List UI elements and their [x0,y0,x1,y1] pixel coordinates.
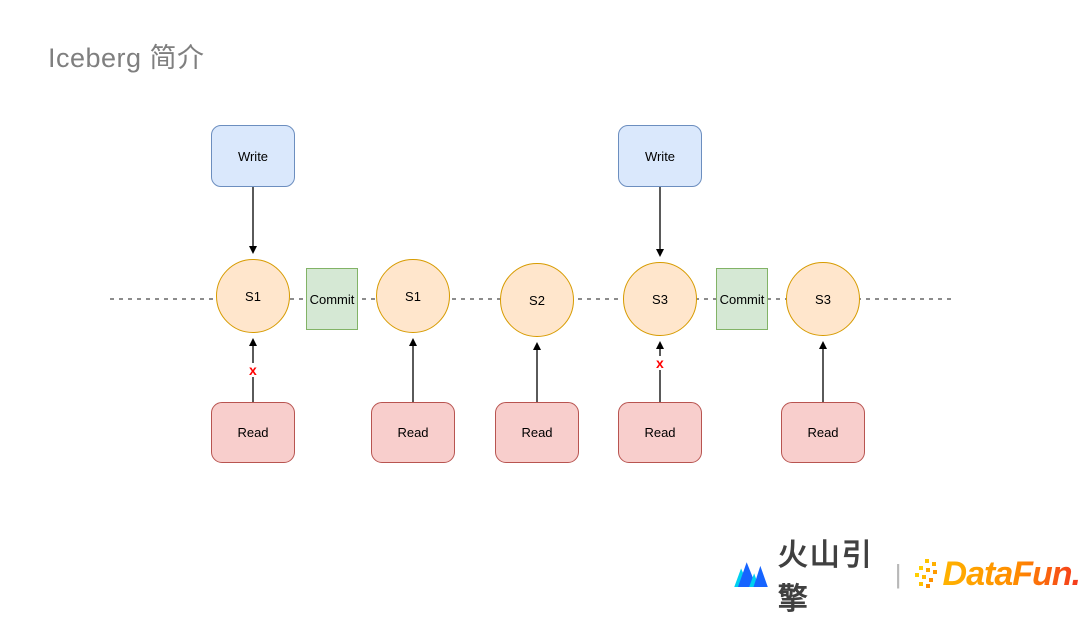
conflict-x-mark-1: x [248,362,258,378]
snapshot-s3b-label: S3 [815,291,831,307]
datafun-logo: DataFun. [914,554,1080,594]
conflict-x-mark-2: x [655,355,665,371]
snapshot-circle-s3b: S3 [786,262,860,336]
snapshot-s1b-label: S1 [405,288,421,304]
read-box-2: Read [371,402,455,463]
read-box-1: Read [211,402,295,463]
snapshot-s3a-label: S3 [652,291,668,307]
commit-box-1-label: Commit [309,291,355,307]
footer-separator: | [894,558,902,589]
read-box-4-label: Read [644,425,676,440]
commit-box-2-label: Commit [719,291,765,307]
volcano-engine-logo-text: 火山引擎 [777,539,874,616]
snapshot-circle-s3a: S3 [623,262,697,336]
write-box-2-label: Write [644,148,676,164]
snapshot-circle-s1a: S1 [216,259,290,333]
snapshot-circle-s2: S2 [500,263,574,337]
read-box-3-label: Read [521,425,553,440]
footer-logos: 火山引擎 | DataFun. [733,539,1080,616]
read-box-4: Read [618,402,702,463]
write-box-1-label: Write [237,148,269,164]
read-box-5: Read [781,402,865,463]
write-box-2: Write [618,125,702,187]
read-box-2-label: Read [397,425,429,440]
page-title: Iceberg 简介 [48,43,205,73]
volcano-engine-mountain-icon [734,562,768,588]
read-box-1-label: Read [237,425,269,440]
datafun-dots-icon [914,559,937,588]
snapshot-s2-label: S2 [529,292,545,308]
commit-box-2: Commit [716,268,768,330]
commit-box-1: Commit [306,268,358,330]
write-box-1: Write [211,125,295,187]
read-box-3: Read [495,402,579,463]
snapshot-s1a-label: S1 [245,288,261,304]
datafun-logo-text: DataFun. [942,554,1080,593]
snapshot-circle-s1b: S1 [376,259,450,333]
read-box-5-label: Read [807,425,839,440]
